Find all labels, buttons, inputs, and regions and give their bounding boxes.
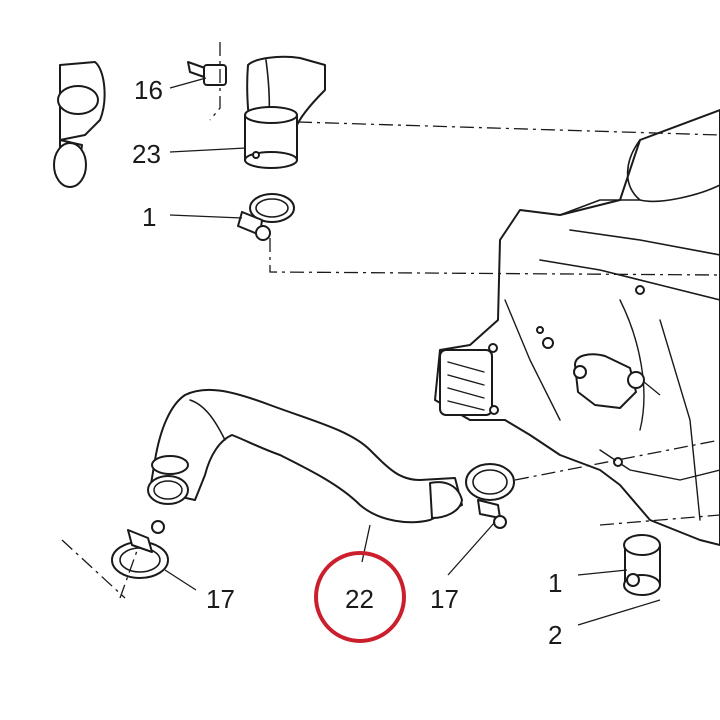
upper-left-pipe-fragment bbox=[53, 61, 106, 188]
upper-hose-part-23 bbox=[244, 55, 326, 169]
hose-clamp-part-17-left bbox=[111, 520, 169, 579]
engine-block bbox=[434, 109, 720, 546]
hose-clamp-part-1-right bbox=[623, 534, 661, 596]
hose-clamp-part-1-top bbox=[237, 193, 295, 241]
callout-1-top: 1 bbox=[142, 202, 156, 232]
assembly-lines bbox=[61, 42, 720, 599]
main-hose-part-22 bbox=[147, 388, 463, 524]
callout-16: 16 bbox=[134, 75, 163, 105]
callout-23: 23 bbox=[132, 139, 161, 169]
callout-1-right: 1 bbox=[548, 568, 562, 598]
leader-lines bbox=[164, 77, 661, 626]
callout-17-right: 17 bbox=[430, 584, 459, 614]
callout-22: 22 bbox=[345, 584, 374, 614]
highlight-circle-part-22 bbox=[314, 551, 406, 643]
hose-clamp-part-17-right bbox=[465, 463, 515, 529]
callout-2: 2 bbox=[548, 620, 562, 650]
callout-17-left: 17 bbox=[206, 584, 235, 614]
